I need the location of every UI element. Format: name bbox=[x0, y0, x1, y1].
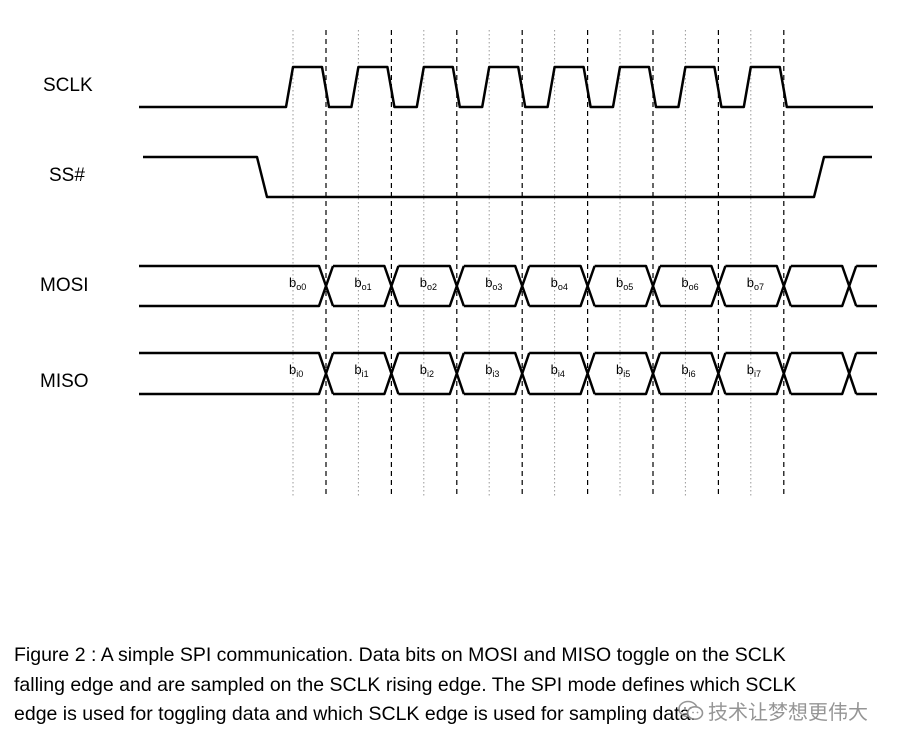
miso-bit-label-5: bi5 bbox=[616, 362, 630, 379]
miso-bit-labels: bi0 bi1 bi2 bi3 bi4 bi5 bi6 bi7 bbox=[289, 362, 761, 379]
mosi-bus-waveform bbox=[139, 264, 877, 308]
miso-bit-label-1: bi1 bbox=[354, 362, 368, 379]
miso-bit-label-4: bi4 bbox=[551, 362, 565, 379]
watermark: 技术让梦想更伟大 bbox=[678, 696, 868, 725]
mosi-bit-label-3: bo3 bbox=[485, 275, 502, 292]
miso-bus-waveform bbox=[139, 351, 877, 396]
sclk-waveform bbox=[139, 65, 873, 109]
miso-bit-label-6: bi6 bbox=[681, 362, 695, 379]
mosi-bit-label-1: bo1 bbox=[354, 275, 371, 292]
wechat-icon bbox=[678, 700, 704, 720]
mosi-bit-label-7: bo7 bbox=[747, 275, 764, 292]
miso-label: MISO bbox=[40, 371, 89, 392]
sclk-label: SCLK bbox=[43, 75, 93, 96]
miso-bit-label-0: bi0 bbox=[289, 362, 303, 379]
mosi-bit-label-2: bo2 bbox=[420, 275, 437, 292]
figure-caption: Figure 2 : A simple SPI communication. D… bbox=[14, 641, 904, 730]
caption-line-1: Figure 2 : A simple SPI communication. D… bbox=[14, 644, 786, 666]
mosi-label: MOSI bbox=[40, 275, 89, 296]
mosi-bit-label-4: bo4 bbox=[551, 275, 568, 292]
miso-bit-label-3: bi3 bbox=[485, 362, 499, 379]
caption-line-3: edge is used for toggling data and which… bbox=[14, 703, 696, 725]
miso-bit-label-2: bi2 bbox=[420, 362, 434, 379]
miso-bit-label-7: bi7 bbox=[747, 362, 761, 379]
timing-gridlines bbox=[292, 30, 785, 498]
mosi-bit-label-5: bo5 bbox=[616, 275, 633, 292]
mosi-bit-label-6: bo6 bbox=[681, 275, 698, 292]
spi-timing-diagram: SCLK SS# MOSI MISO bo0 bo1 bo2 bo3 bo4 bo5 bo6… bbox=[40, 30, 877, 498]
mosi-bit-label-0: bo0 bbox=[289, 275, 306, 292]
watermark-text: 技术让梦想更伟大 bbox=[708, 700, 868, 724]
ss-waveform bbox=[143, 155, 872, 199]
ss-label: SS# bbox=[49, 165, 85, 186]
caption-line-2: falling edge and are sampled on the SCLK… bbox=[14, 673, 797, 696]
mosi-bit-labels: bo0 bo1 bo2 bo3 bo4 bo5 bo6 bo7 bbox=[289, 275, 764, 292]
